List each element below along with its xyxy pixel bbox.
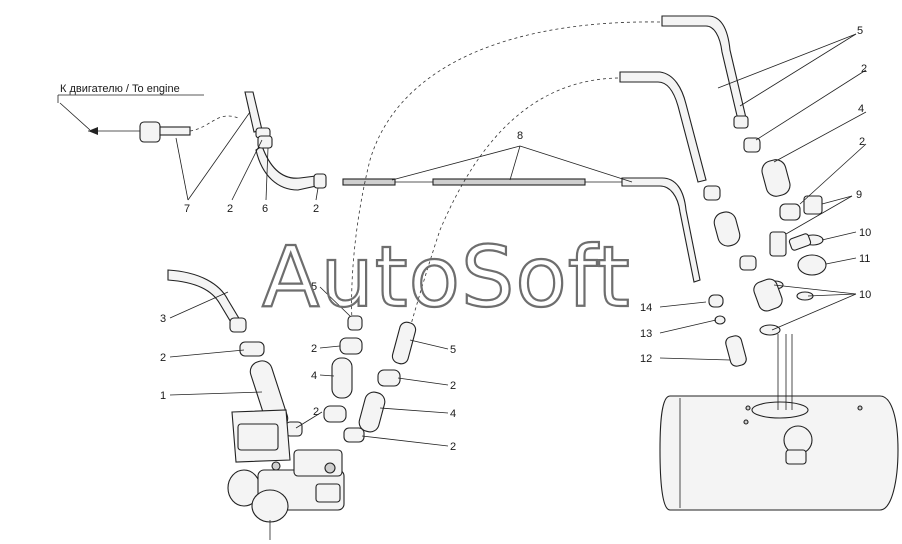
- callout-11: 11: [859, 253, 870, 265]
- callout-7: 7: [184, 203, 190, 215]
- callout-5: 5: [311, 281, 317, 293]
- routing-dash-1: [351, 21, 661, 323]
- engine-direction-arrow: [88, 127, 140, 135]
- callout-2: 2: [859, 136, 865, 148]
- fuel-tank: [659, 395, 899, 511]
- callout-14: 14: [640, 302, 652, 314]
- hose-6: [244, 91, 327, 191]
- callout-6: 6: [262, 203, 268, 215]
- hose-5-lower: [619, 71, 721, 201]
- callout-2: 2: [160, 352, 166, 364]
- callout-labels: 5 2 4 2 9 10 11 10 8 7 2 6 2 14 13 12 3 …: [160, 25, 871, 453]
- clamp-2-left: [239, 341, 265, 357]
- callout-2: 2: [313, 406, 319, 418]
- callout-10: 10: [859, 289, 871, 301]
- callout-8: 8: [517, 130, 523, 142]
- fitting-7: [139, 121, 191, 143]
- hose-3: [167, 269, 247, 333]
- callout-3: 3: [160, 313, 166, 325]
- callout-10: 10: [859, 227, 871, 239]
- callout-2: 2: [313, 203, 319, 215]
- callout-5: 5: [450, 344, 456, 356]
- callout-9: 9: [856, 189, 862, 201]
- right-stack-parts: [708, 137, 827, 367]
- watermark: AutoSoft: [262, 228, 631, 326]
- middle-stack-parts: [323, 315, 417, 443]
- callout-12: 12: [640, 353, 652, 365]
- callout-2: 2: [227, 203, 233, 215]
- callout-4: 4: [858, 103, 864, 115]
- caption-leader: [59, 102, 91, 131]
- callout-4: 4: [450, 408, 456, 420]
- callout-2: 2: [450, 380, 456, 392]
- fuel-filter-assembly: [227, 409, 345, 540]
- callout-5: 5: [857, 25, 863, 37]
- callout-leaders: [169, 33, 867, 447]
- callout-4: 4: [311, 370, 317, 382]
- hose-5-upper: [661, 15, 749, 129]
- callout-2: 2: [450, 441, 456, 453]
- to-engine-caption: К двигателю / To engine: [60, 83, 180, 95]
- tank-feed-lines: [777, 334, 793, 410]
- callout-13: 13: [640, 328, 652, 340]
- callout-2: 2: [861, 63, 867, 75]
- routing-dash-2: [405, 77, 619, 341]
- hose-dash-engine: [189, 115, 239, 132]
- callout-2: 2: [311, 343, 317, 355]
- callout-1: 1: [160, 390, 166, 402]
